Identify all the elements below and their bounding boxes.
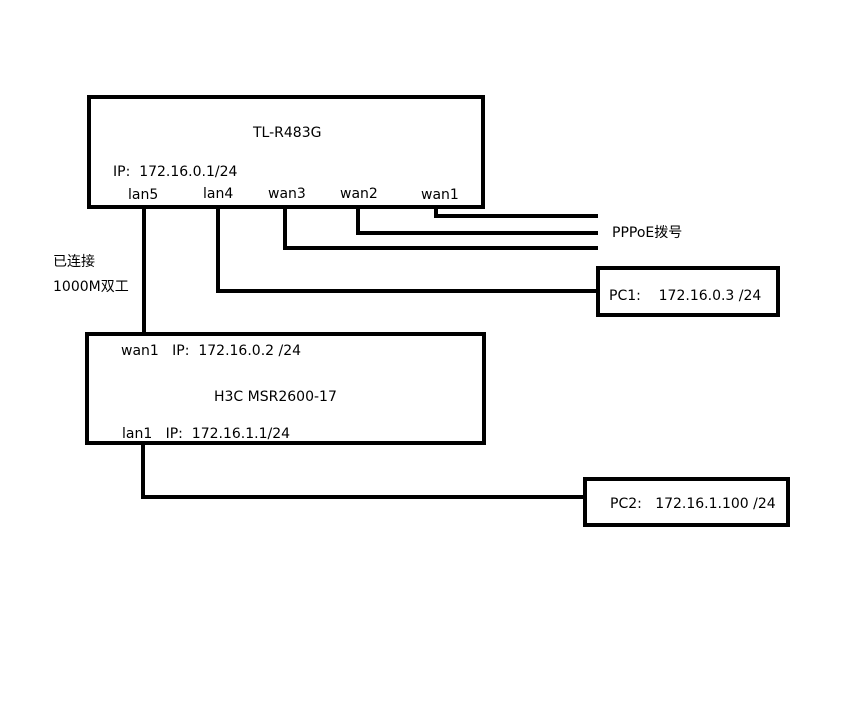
wan3-line-horizontal (283, 246, 598, 250)
pc2-box (583, 477, 790, 527)
router-tl-r483g-ip: IP: 172.16.0.1/24 (113, 164, 238, 180)
router-h3c-box (85, 332, 486, 445)
pc2-label: PC2: 172.16.1.100 /24 (610, 496, 776, 512)
router-tl-r483g-name: TL-R483G (253, 125, 322, 141)
pppoe-label: PPPoE拨号 (612, 225, 683, 241)
lan4-line-horizontal (216, 289, 598, 293)
wan1-line-horizontal (434, 214, 598, 218)
port-wan1-label: wan1 (421, 187, 459, 203)
pc1-box (596, 266, 780, 317)
router-h3c-name: H3C MSR2600-17 (214, 389, 337, 405)
router-h3c-wan1-label: wan1 IP: 172.16.0.2 /24 (121, 343, 302, 359)
port-wan3-label: wan3 (268, 186, 306, 202)
lan4-line-vertical (216, 205, 220, 293)
lan5-line-vertical (142, 205, 146, 335)
link-note-line2: 1000M双工 (53, 279, 129, 295)
wan2-line-horizontal (356, 231, 598, 235)
pc1-label: PC1: 172.16.0.3 /24 (609, 288, 762, 304)
lan1-line-vertical (141, 441, 145, 499)
wan2-line-vertical (356, 205, 360, 235)
router-h3c-lan1-label: lan1 IP: 172.16.1.1/24 (122, 426, 291, 442)
lan1-line-horizontal (141, 495, 585, 499)
wan1-line-vertical (434, 205, 438, 218)
port-lan5-label: lan5 (128, 187, 159, 203)
port-lan4-label: lan4 (203, 186, 234, 202)
port-wan2-label: wan2 (340, 186, 378, 202)
wan3-line-vertical (283, 205, 287, 250)
link-note-line1: 已连接 (53, 254, 95, 270)
